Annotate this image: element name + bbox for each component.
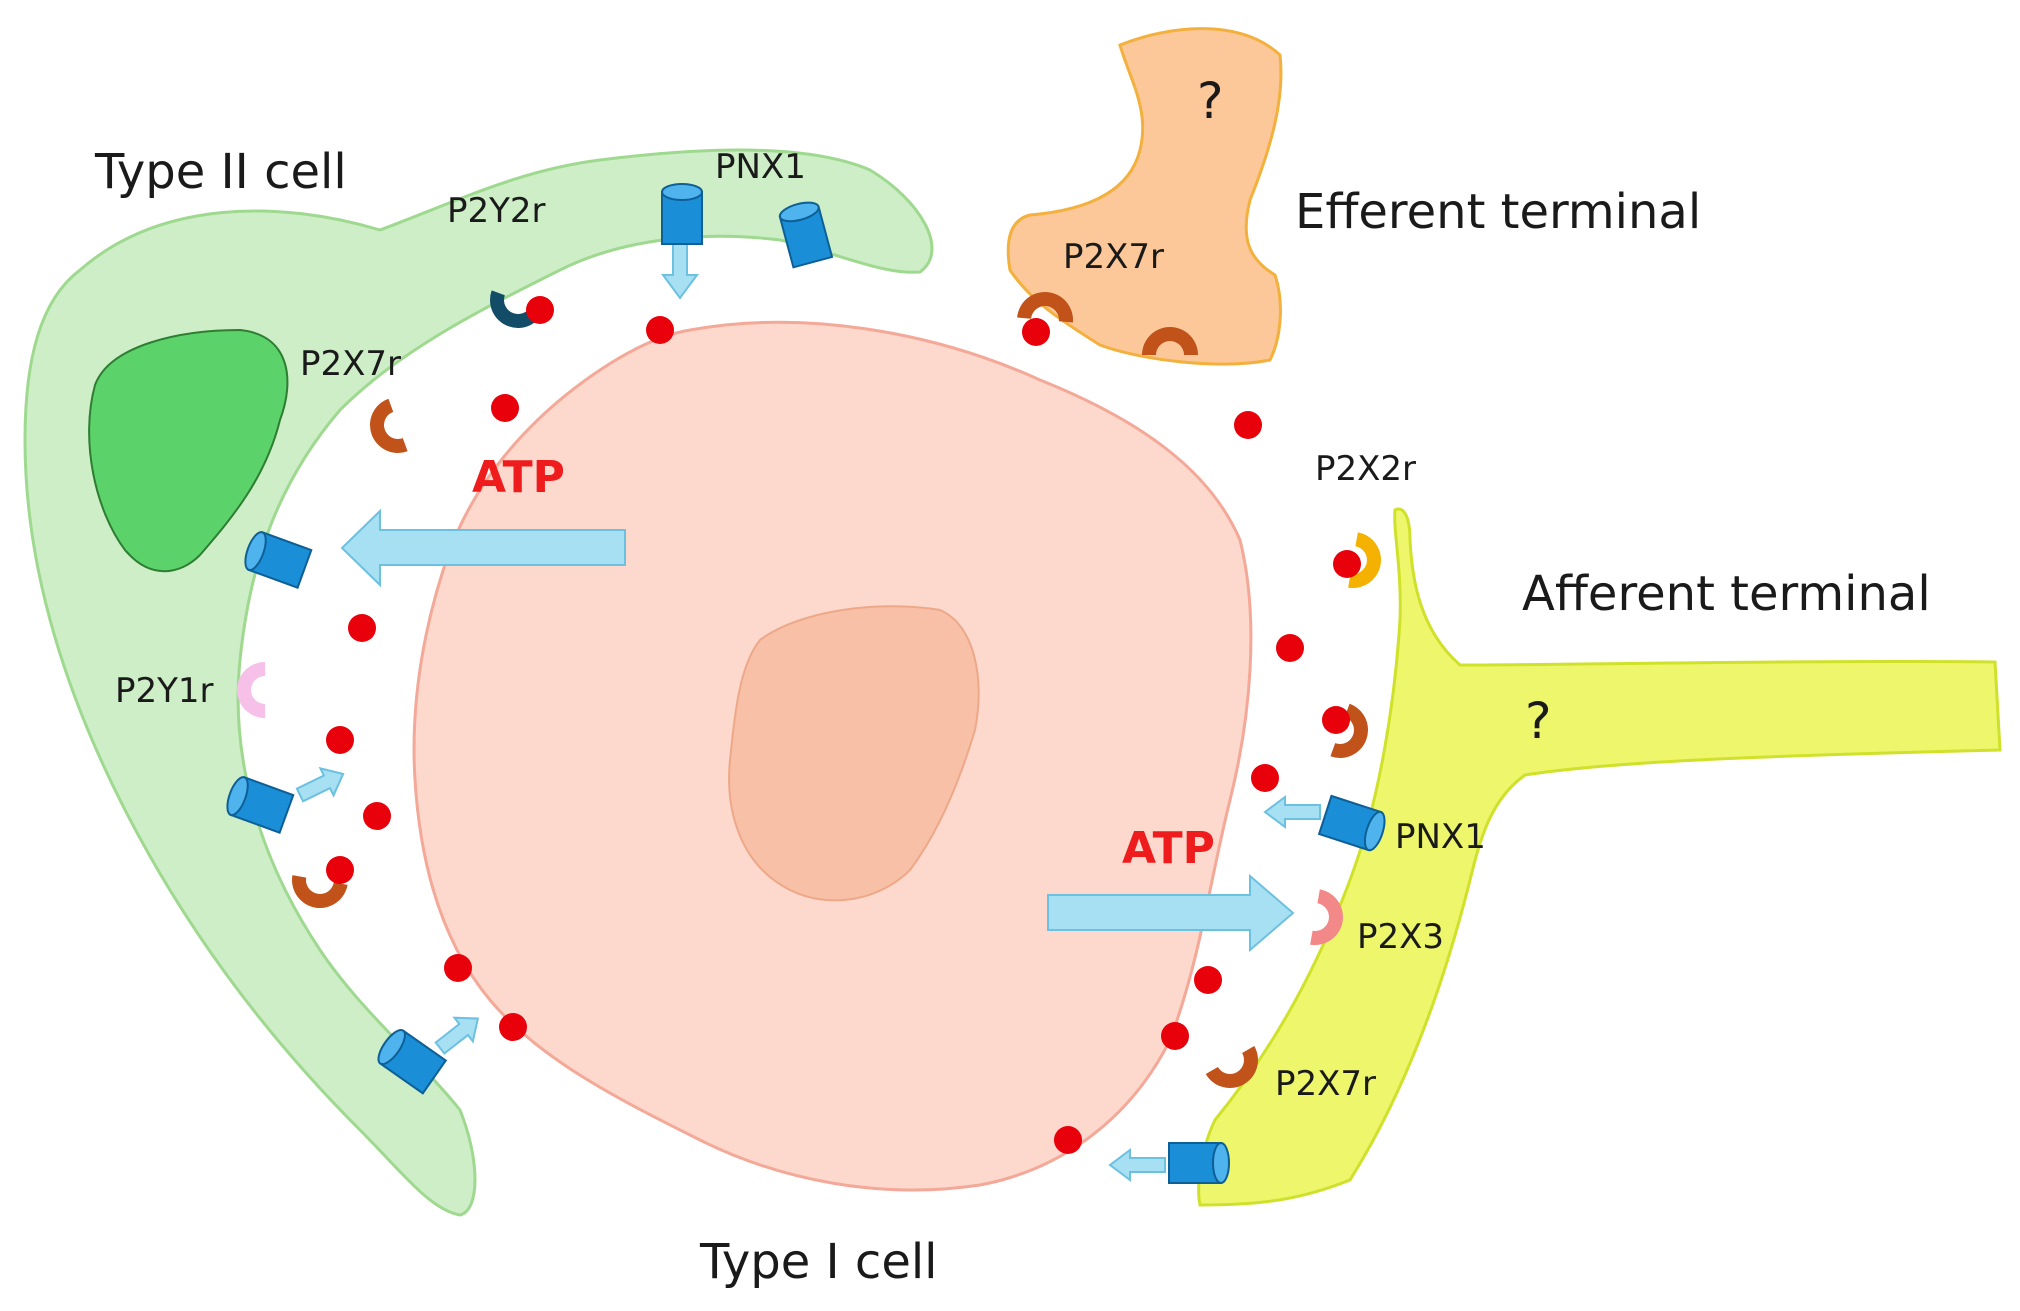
type2-cell-label: Type II cell — [94, 144, 347, 200]
atp-label-afferent: ATP — [1122, 823, 1215, 874]
p2x3-label: P2X3 — [1357, 917, 1444, 957]
atp-label-type2: ATP — [472, 452, 565, 503]
release-arrow — [434, 1016, 480, 1055]
afferent-terminal-label: Afferent terminal — [1522, 566, 1931, 622]
atp-dot — [348, 614, 376, 642]
p2y1r-receptor-icon — [237, 662, 265, 718]
atp-arrow-to-afferent — [1047, 873, 1295, 953]
p2x7r-afferent-label: P2X7r — [1275, 1064, 1376, 1104]
atp-dot — [326, 726, 354, 754]
p2x7r-efferent-label: P2X7r — [1063, 237, 1164, 277]
p2x7r-receptor-icon — [362, 398, 408, 461]
pnx1-channel-icon — [1168, 1142, 1230, 1184]
atp-dot — [1194, 966, 1222, 994]
atp-dot — [1251, 764, 1279, 792]
atp-arrow-to-type2 — [340, 508, 626, 588]
p2y2r-label: P2Y2r — [447, 191, 546, 231]
release-arrow — [661, 237, 699, 300]
atp-dot — [444, 954, 472, 982]
atp-dot — [1022, 318, 1050, 346]
atp-dots — [326, 296, 1361, 1154]
release-arrow — [1263, 795, 1321, 829]
atp-dot — [1234, 411, 1262, 439]
atp-dot — [326, 856, 354, 884]
pnx1-type2-label: PNX1 — [715, 147, 806, 187]
atp-dot — [526, 296, 554, 324]
afferent-unknown-mark: ? — [1525, 692, 1552, 750]
atp-dot — [1054, 1126, 1082, 1154]
atp-dot — [1161, 1022, 1189, 1050]
type1-cell-label: Type I cell — [699, 1234, 938, 1290]
type2-nucleus — [88, 328, 289, 573]
p2y1r-label: P2Y1r — [115, 671, 214, 711]
release-arrow — [1108, 1148, 1166, 1182]
atp-dot — [491, 394, 519, 422]
p2x2r-label: P2X2r — [1315, 449, 1416, 489]
atp-dot — [1333, 550, 1361, 578]
type1-nucleus — [728, 605, 980, 902]
atp-dot — [646, 316, 674, 344]
p2x7r-type2-label: P2X7r — [300, 344, 401, 384]
release-arrow — [295, 766, 345, 803]
atp-dot — [363, 802, 391, 830]
afferent-terminal — [1197, 507, 2002, 1207]
pnx1-afferent-label: PNX1 — [1395, 817, 1486, 857]
efferent-unknown-mark: ? — [1197, 72, 1224, 130]
atp-dot — [1276, 634, 1304, 662]
atp-dot — [1322, 706, 1350, 734]
efferent-terminal — [1006, 27, 1283, 366]
efferent-terminal-label: Efferent terminal — [1295, 184, 1701, 240]
atp-dot — [499, 1013, 527, 1041]
pnx1-channel-icon — [661, 183, 703, 245]
